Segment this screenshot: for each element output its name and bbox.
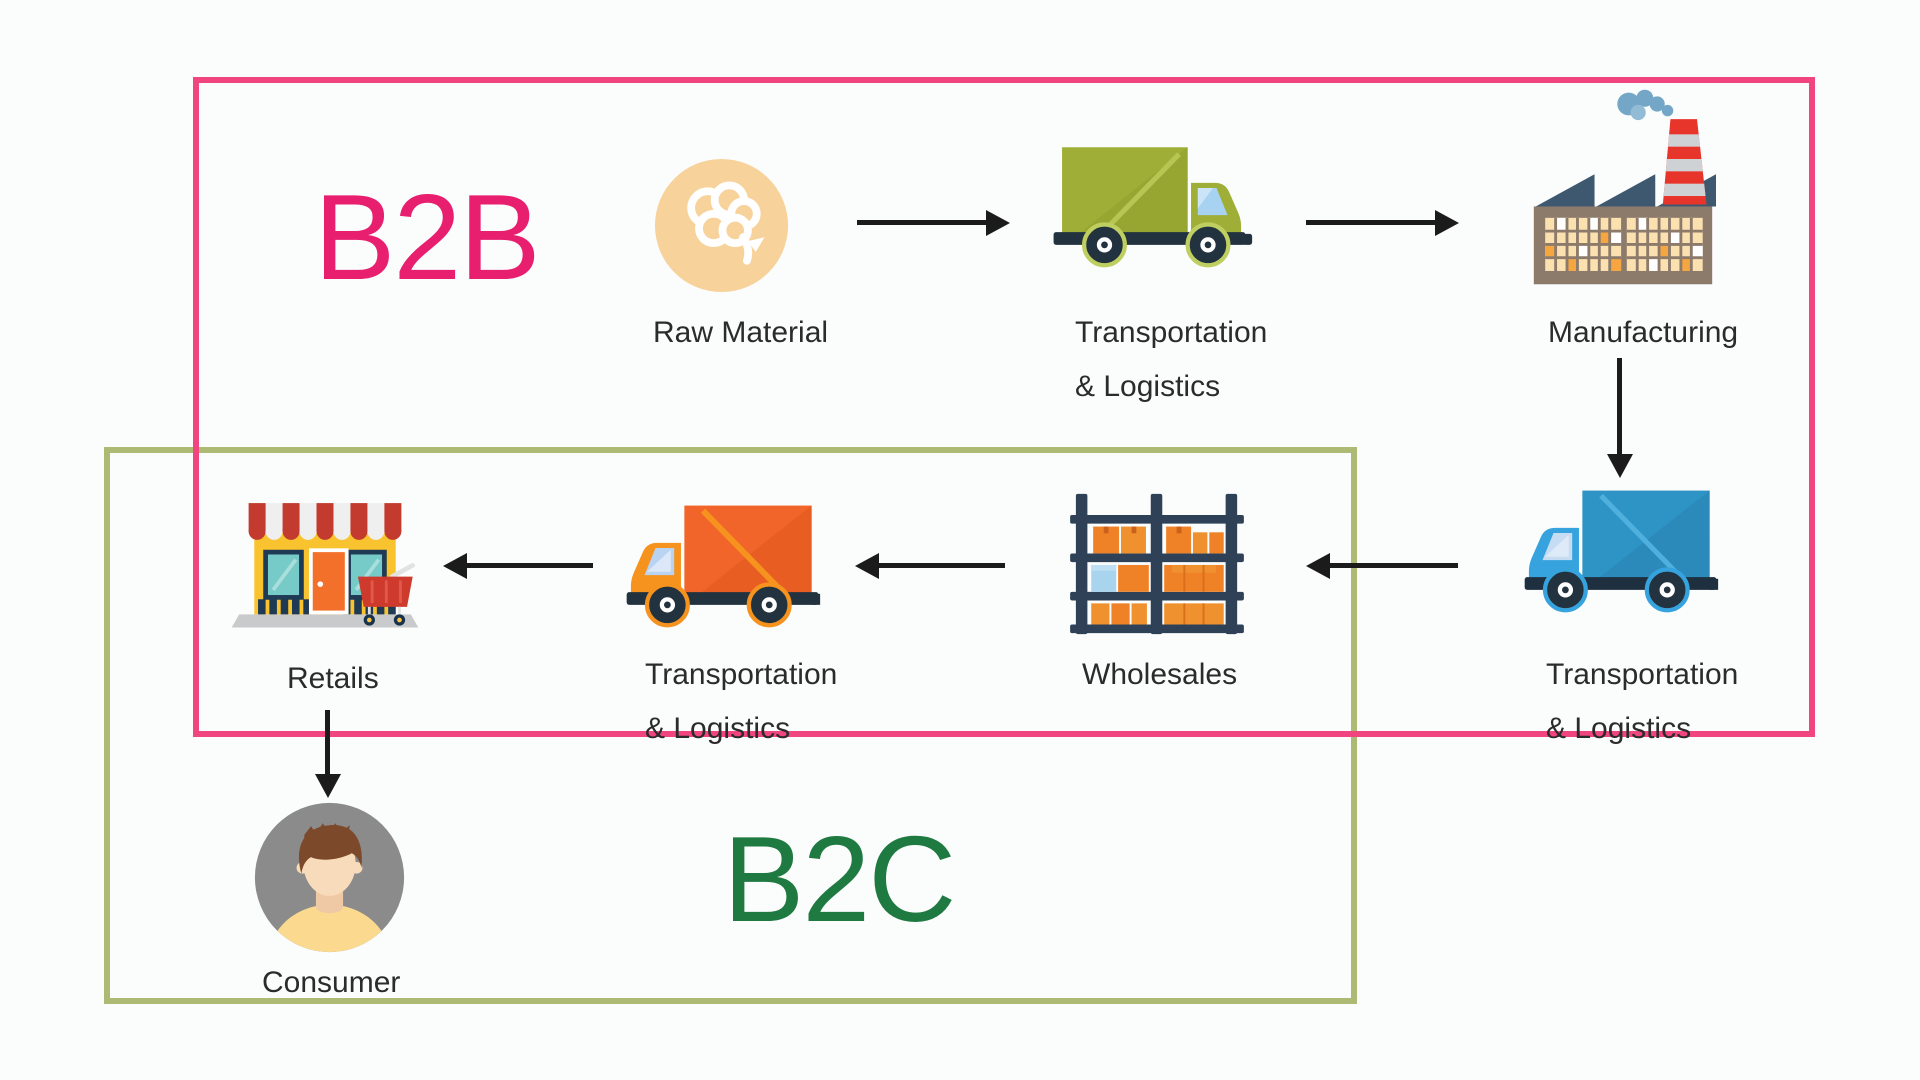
retails-label: Retails <box>287 662 379 695</box>
b2b-group-box <box>193 77 1815 737</box>
transportation-3-label: Transportation & Logistics <box>645 648 837 756</box>
transportation-2-label: Transportation & Logistics <box>1546 648 1738 756</box>
green-truck-icon <box>1050 132 1254 277</box>
consumer-label: Consumer <box>262 966 401 999</box>
cotton-icon <box>653 157 790 299</box>
b2c-group-box <box>104 447 1357 1004</box>
arrow-wholesales-to-transportation-3 <box>855 553 1005 579</box>
orange-truck-icon <box>618 492 822 637</box>
warehouse-rack-icon <box>1068 492 1246 641</box>
transportation-1-label-line1: Transportation <box>1075 316 1268 349</box>
person-icon <box>252 800 407 960</box>
arrow-raw-material-to-transportation-1 <box>857 210 1010 236</box>
raw-material-label: Raw Material <box>653 316 829 349</box>
transportation-2-label-line1: Transportation <box>1546 658 1739 691</box>
transportation-3-label-line2: & Logistics <box>645 712 791 745</box>
transportation-2-label-line2: & Logistics <box>1546 712 1692 745</box>
arrow-transportation-3-to-retails <box>443 553 593 579</box>
arrow-transportation-2-to-wholesales <box>1306 553 1458 579</box>
transportation-1-label: Transportation & Logistics <box>1075 306 1267 414</box>
arrow-manufacturing-to-transportation-2 <box>1607 358 1633 478</box>
transportation-3-label-line1: Transportation <box>645 658 838 691</box>
arrow-transportation-1-to-manufacturing <box>1306 210 1459 236</box>
arrow-retails-to-consumer <box>315 710 341 798</box>
blue-truck-icon <box>1516 477 1720 622</box>
store-icon <box>226 486 424 644</box>
b2c-label: B2C <box>723 811 956 947</box>
transportation-1-label-line2: & Logistics <box>1075 370 1221 403</box>
b2b-label: B2B <box>314 169 541 305</box>
factory-icon <box>1528 85 1718 294</box>
manufacturing-label: Manufacturing <box>1548 316 1739 349</box>
wholesales-label: Wholesales <box>1082 658 1238 691</box>
